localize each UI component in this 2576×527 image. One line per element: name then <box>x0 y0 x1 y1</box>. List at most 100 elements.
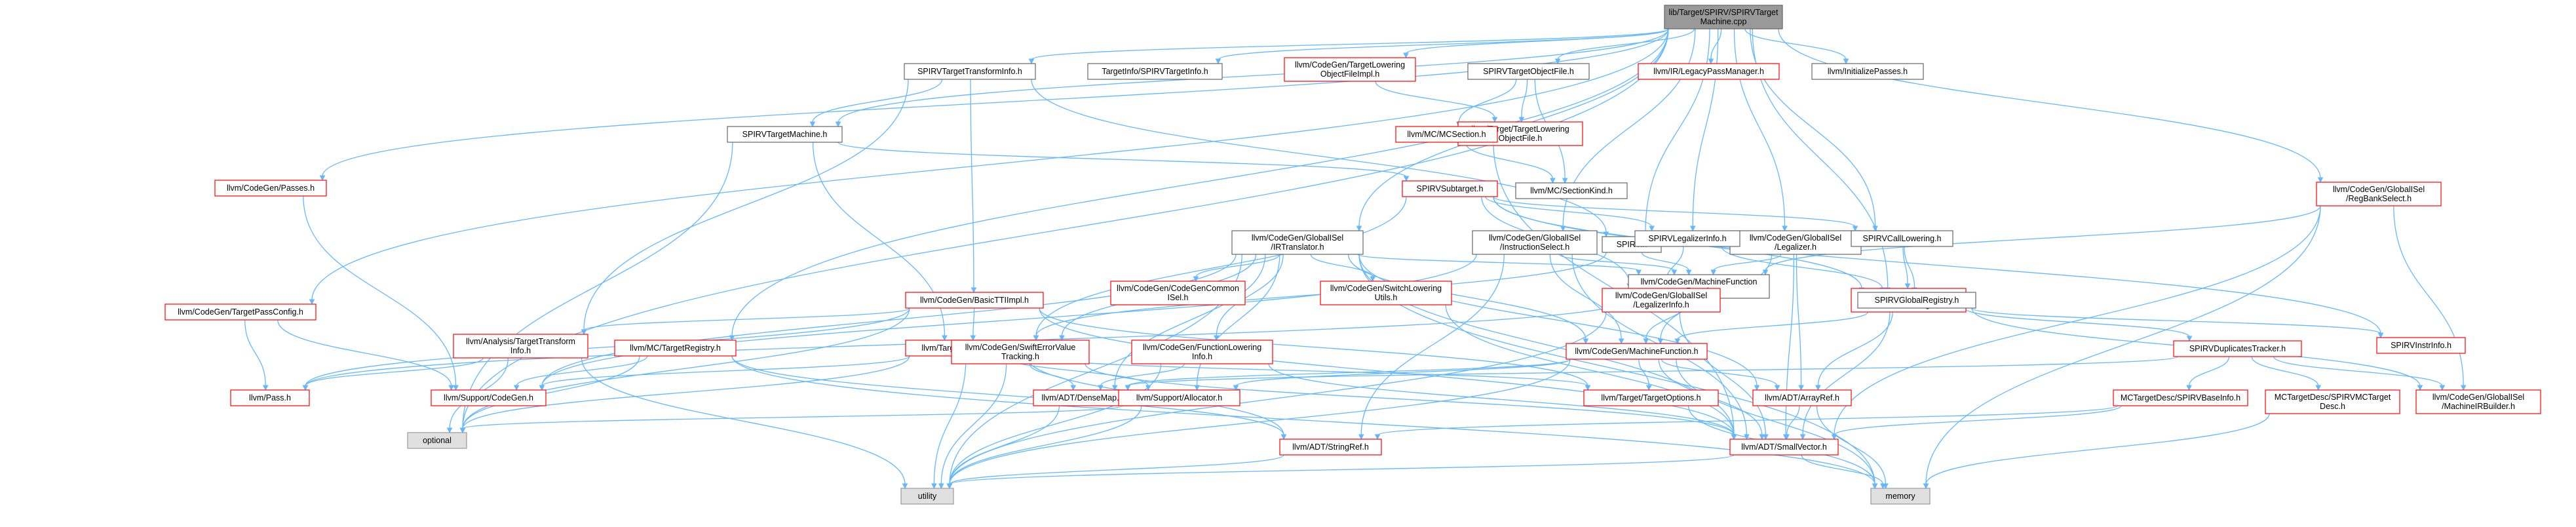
node-mf[interactable]: llvm/CodeGen/MachineFunction.h <box>1566 343 1708 360</box>
edge-tpc-to-pass <box>244 319 266 387</box>
node-instsel[interactable]: llvm/CodeGen/GlobalISel/InstructionSelec… <box>1472 230 1598 255</box>
edge-arrowhead <box>971 287 977 294</box>
edge-swifterr-to-utility <box>940 363 1007 485</box>
node-label: llvm/Analysis/TargetTransform <box>466 337 575 346</box>
node-arrayref[interactable]: llvm/ADT/ArrayRef.h <box>1752 389 1852 406</box>
node-codegen[interactable]: llvm/Support/CodeGen.h <box>431 389 547 406</box>
node-label: llvm/CodeGen/GlobalISel <box>1750 233 1841 243</box>
node-smallvec[interactable]: llvm/ADT/SmallVector.h <box>1729 439 1839 456</box>
node-stringref[interactable]: llvm/ADT/StringRef.h <box>1279 439 1382 456</box>
node-label: llvm/ADT/DenseMap.h <box>1041 393 1123 402</box>
edge-arrowhead <box>1674 338 1681 345</box>
node-basictti[interactable]: llvm/CodeGen/BasicTTIImpl.h <box>905 292 1044 309</box>
edge-arrowhead <box>1370 276 1376 283</box>
node-label: MCTargetDesc/SPIRVMCTarget <box>2275 393 2391 402</box>
edge-arrowhead <box>1643 338 1649 345</box>
node-memory[interactable]: memory <box>1870 488 1931 505</box>
node-objfile[interactable]: SPIRVTargetObjectFile.h <box>1467 63 1590 80</box>
edge-root-to-passes <box>322 28 1669 177</box>
node-label: memory <box>1885 492 1915 501</box>
node-label: SPIRVTargetObjectFile.h <box>1483 67 1574 76</box>
node-box <box>614 340 737 357</box>
node-duptrack[interactable]: SPIRVDuplicatesTracker.h <box>2173 340 2302 357</box>
node-ati[interactable]: llvm/Analysis/TargetTransformInfo.h <box>453 334 588 359</box>
node-allocator[interactable]: llvm/Support/Allocator.h <box>1118 389 1240 406</box>
edge-duptrack-to-mcdesc <box>2251 356 2319 387</box>
edge-instsel-to-mfpass <box>1558 254 1675 271</box>
node-tinfo[interactable]: TargetInfo/SPIRVTargetInfo.h <box>1087 63 1223 80</box>
edge-gisel_cl-to-smallvec <box>1802 311 1891 436</box>
edge-gisel_cl-to-mf <box>1677 311 1868 340</box>
node-box <box>2113 389 2248 406</box>
edge-arrowhead <box>1585 385 1591 391</box>
node-calllow[interactable]: SPIRVCallLowering.h <box>1851 230 1953 247</box>
node-label: SPIRVCallLowering.h <box>1863 234 1942 243</box>
edge-objfile-to-mcsec <box>1458 79 1517 123</box>
edge-irtrans-to-allocator <box>1196 254 1280 387</box>
edge-arrayref-to-smallvec <box>1786 405 1800 436</box>
node-instrinfo[interactable]: SPIRVInstrInfo.h <box>2376 337 2466 354</box>
edge-arrowhead <box>1774 385 1780 391</box>
node-mcreg[interactable]: llvm/MC/TargetRegistry.h <box>614 340 737 357</box>
node-label: llvm/CodeGen/GlobalISel <box>1615 291 1707 300</box>
node-legacy[interactable]: llvm/IR/LegacyPassManager.h <box>1638 63 1780 80</box>
edge-arrowhead <box>1374 434 1381 440</box>
node-utility[interactable]: utility <box>900 488 954 505</box>
edge-xfinfo-to-basictti <box>970 79 974 289</box>
node-initpass[interactable]: llvm/InitializePasses.h <box>1811 63 1924 80</box>
node-regbank[interactable]: llvm/CodeGen/GlobalISel/RegBankSelect.h <box>2316 182 2442 206</box>
node-spirvtm[interactable]: SPIRVTargetMachine.h <box>727 126 843 143</box>
edge-arrowhead <box>1111 385 1118 391</box>
node-leginfo[interactable]: SPIRVLegalizerInfo.h <box>1634 230 1740 247</box>
node-mcseckind[interactable]: llvm/MC/SectionKind.h <box>1515 182 1628 199</box>
node-tpc[interactable]: llvm/CodeGen/TargetPassConfig.h <box>164 303 317 321</box>
node-irtrans[interactable]: llvm/CodeGen/GlobalISel/IRTranslator.h <box>1231 230 1364 255</box>
node-optional[interactable]: optional <box>407 432 467 449</box>
edge-arrowhead <box>1708 58 1714 65</box>
edge-mf-to-memory <box>1676 359 1875 485</box>
edge-root-to-tpc <box>311 28 1669 301</box>
edge-arrowhead <box>1782 225 1788 232</box>
node-globalreg[interactable]: SPIRVGlobalRegistry.h <box>1857 292 1976 309</box>
edge-root-to-mcreg <box>731 28 1669 337</box>
edge-arrowhead <box>1831 434 1837 440</box>
node-gisel_li[interactable]: llvm/CodeGen/GlobalISel/LegalizerInfo.h <box>1602 288 1721 313</box>
edge-arrowhead <box>931 483 937 490</box>
node-subtarget[interactable]: SPIRVSubtarget.h <box>1402 180 1498 197</box>
node-topts[interactable]: llvm/Target/TargetOptions.h <box>1583 389 1719 406</box>
node-label: MCTargetDesc/SPIRVBaseInfo.h <box>2121 393 2240 402</box>
node-densemap[interactable]: llvm/ADT/DenseMap.h <box>1033 389 1132 406</box>
edge-arrowhead <box>1645 385 1652 391</box>
node-mirb[interactable]: llvm/CodeGen/GlobalISel/MachineIRBuilder… <box>2415 389 2541 414</box>
edge-subtarget-to-calllow <box>1493 196 1856 227</box>
node-label: llvm/CodeGen/FunctionLowering <box>1143 343 1261 352</box>
node-xfinfo[interactable]: SPIRVTargetTransformInfo.h <box>904 63 1036 80</box>
edge-root-to-legacy <box>1710 28 1722 60</box>
node-tlof[interactable]: llvm/CodeGen/TargetLoweringObjectFileImp… <box>1284 57 1416 82</box>
edge-arrowhead <box>1710 269 1716 276</box>
node-label: SPIRVTargetMachine.h <box>742 130 828 139</box>
node-mcbase[interactable]: MCTargetDesc/SPIRVBaseInfo.h <box>2113 389 2248 406</box>
node-legalizer[interactable]: llvm/CodeGen/GlobalISel/Legalizer.h <box>1729 230 1862 255</box>
node-box <box>214 180 327 197</box>
node-mcsec[interactable]: llvm/MC/MCSection.h <box>1395 126 1498 143</box>
node-passes[interactable]: llvm/CodeGen/Passes.h <box>214 180 327 197</box>
node-box <box>2173 340 2302 357</box>
edge-tm-to-utility <box>933 355 967 485</box>
edge-arrowhead <box>902 483 908 490</box>
edge-arrowhead <box>1280 434 1287 440</box>
node-pass[interactable]: llvm/Pass.h <box>230 389 310 406</box>
edge-ati-to-pass <box>305 357 484 387</box>
node-box <box>453 334 588 359</box>
node-box <box>1870 488 1931 505</box>
edge-basictti-to-tm <box>972 307 975 337</box>
edge-arrowhead <box>453 385 459 391</box>
edge-arrowhead <box>2377 332 2384 339</box>
edge-arrowhead <box>1685 269 1692 276</box>
